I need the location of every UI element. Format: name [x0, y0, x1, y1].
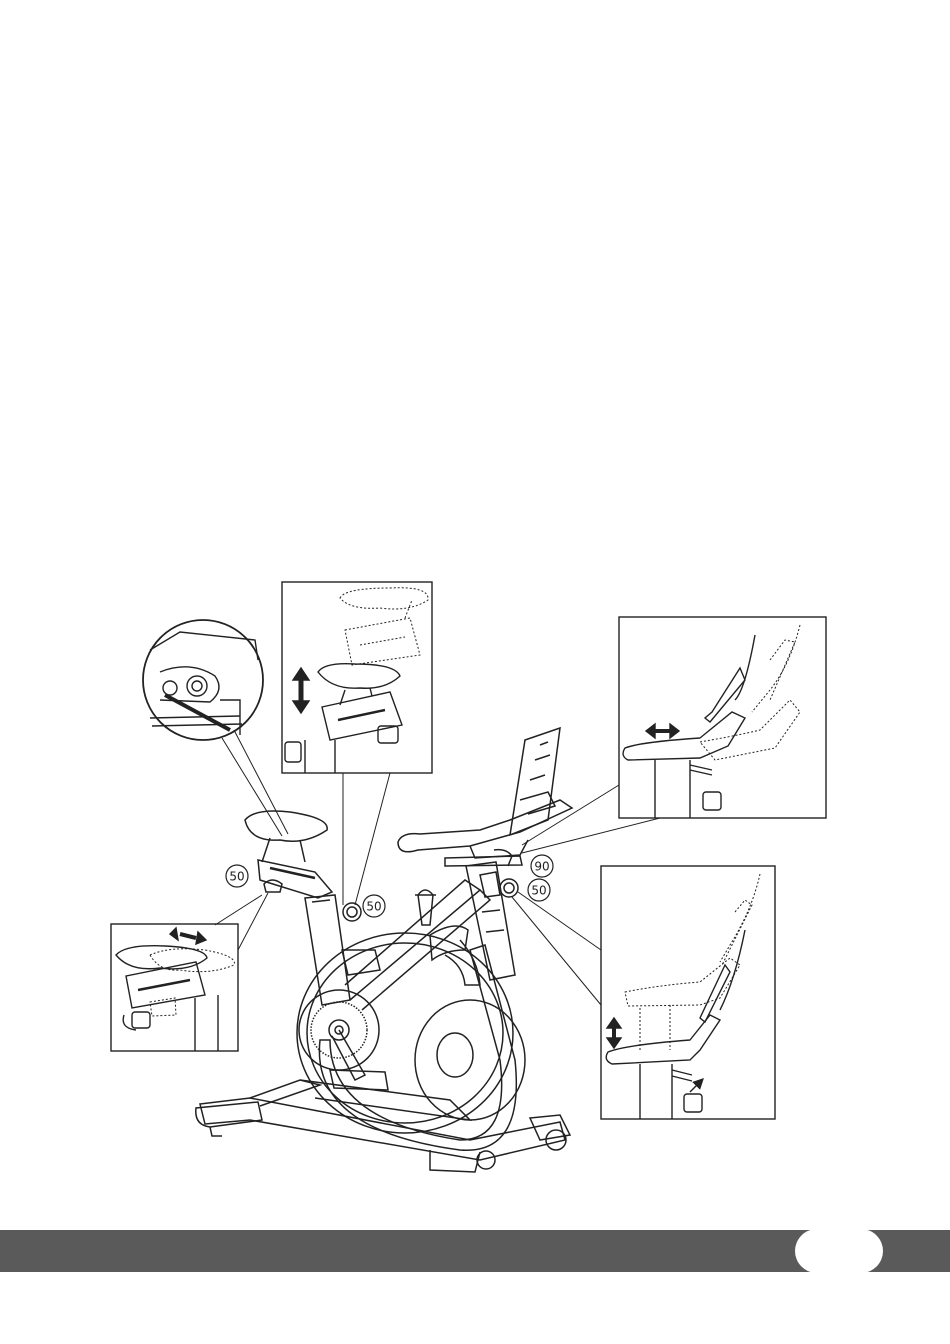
seat-clamp-magnifier [143, 620, 288, 836]
callout-handlebar-height: 50 [528, 879, 550, 901]
callout-seat-fore-aft: 50 [226, 865, 248, 887]
callout-seat-height-label: 50 [366, 900, 381, 914]
handlebar-height-detail [512, 866, 775, 1119]
callout-seat-height: 50 [363, 895, 385, 917]
seat-fore-aft-detail [111, 893, 268, 1051]
callout-seat-fore-aft-label: 50 [229, 870, 244, 884]
callout-handlebar-lever: 90 [531, 855, 553, 877]
handlebar-fore-aft-detail [522, 617, 826, 853]
callout-handlebar-height-label: 50 [531, 884, 546, 898]
callout-handlebar-lever-label: 90 [534, 860, 549, 874]
page-number-pill [795, 1229, 883, 1273]
